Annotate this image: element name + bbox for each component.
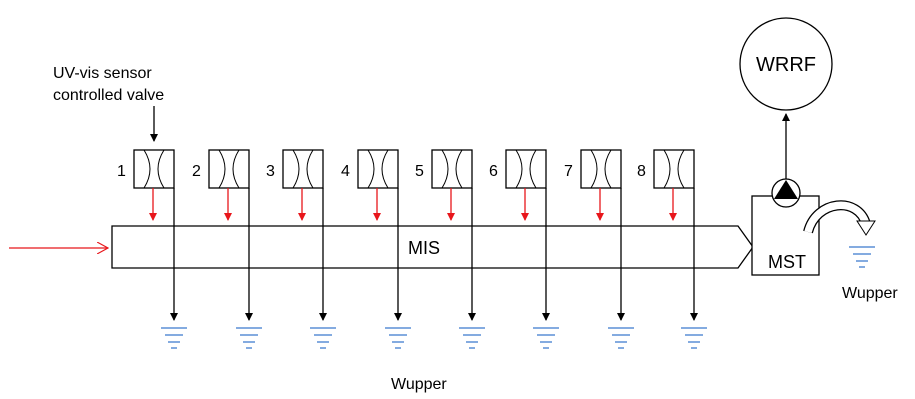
wrrf-circle — [739, 17, 833, 111]
water-symbol-7 — [608, 327, 634, 349]
water-symbol-6 — [533, 327, 559, 349]
valve-curve-right-3 — [306, 149, 314, 189]
valve-curve-left-3 — [292, 149, 300, 189]
valve-curve-right-7 — [604, 149, 612, 189]
valve-box-4 — [357, 149, 399, 189]
overflow-arrow-head — [856, 220, 876, 236]
valve-curve-right-5 — [455, 149, 463, 189]
valve-box-2 — [208, 149, 250, 189]
valve-curve-left-4 — [367, 149, 375, 189]
water-symbol-1 — [161, 327, 187, 349]
wrrf-label: WRRF — [756, 54, 816, 76]
valve-box-5 — [431, 149, 473, 189]
overflow-arrow-fill — [804, 201, 870, 234]
water-symbol-5 — [459, 327, 485, 349]
valve-curve-left-8 — [663, 149, 671, 189]
valve-number-6: 6 — [489, 163, 498, 180]
valve-curve-right-8 — [677, 149, 685, 189]
valve-8: 8 — [637, 149, 707, 349]
valve-5: 5 — [415, 149, 485, 349]
valve-1: 1 — [117, 149, 187, 349]
valve-curve-left-1 — [143, 149, 151, 189]
mis-pipe — [111, 225, 754, 269]
valve-curve-right-6 — [529, 149, 537, 189]
pump-triangle — [774, 180, 798, 199]
water-symbol-right — [849, 246, 875, 268]
valve-number-8: 8 — [637, 163, 646, 180]
valve-box-8 — [653, 149, 695, 189]
valve-4: 4 — [341, 149, 411, 349]
valve-box-1 — [133, 149, 175, 189]
valve-6: 6 — [489, 149, 559, 349]
valve-2: 2 — [192, 149, 262, 349]
valve-curve-left-5 — [441, 149, 449, 189]
valve-curve-left-2 — [218, 149, 226, 189]
valve-curve-right-4 — [381, 149, 389, 189]
receiving-water-right-label: Wupper — [842, 285, 898, 302]
valve-box-7 — [580, 149, 622, 189]
mst-label: MST — [768, 252, 806, 272]
valve-number-3: 3 — [266, 163, 275, 180]
annotation-line-2: controlled valve — [53, 87, 164, 104]
mis-label: MIS — [408, 238, 440, 258]
valves-group: 1 2 3 4 5 6 7 8 — [117, 149, 707, 349]
valve-3: 3 — [266, 149, 336, 349]
valve-curve-right-1 — [157, 149, 165, 189]
valve-7: 7 — [564, 149, 634, 349]
water-symbol-3 — [310, 327, 336, 349]
valve-curve-left-7 — [590, 149, 598, 189]
annotation-line-1: UV-vis sensor — [53, 65, 152, 82]
valve-number-7: 7 — [564, 163, 573, 180]
water-symbol-8 — [681, 327, 707, 349]
valve-number-1: 1 — [117, 163, 126, 180]
water-symbol-4 — [385, 327, 411, 349]
mst-tank — [751, 195, 820, 276]
valve-number-2: 2 — [192, 163, 201, 180]
valve-curve-right-2 — [232, 149, 240, 189]
valve-curve-left-6 — [515, 149, 523, 189]
valve-number-5: 5 — [415, 163, 424, 180]
water-symbol-2 — [236, 327, 262, 349]
valve-box-3 — [282, 149, 324, 189]
valve-box-6 — [505, 149, 547, 189]
valve-number-4: 4 — [341, 163, 350, 180]
receiving-water-bottom-label: Wupper — [391, 376, 447, 393]
